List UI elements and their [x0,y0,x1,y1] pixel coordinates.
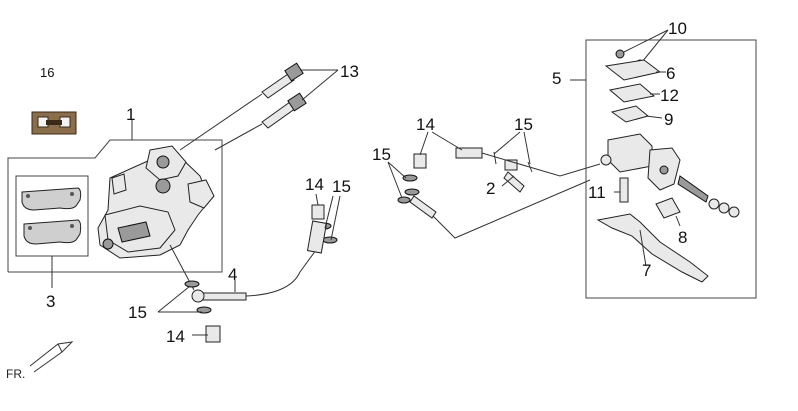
brake-lever [596,213,709,283]
callout-2: 2 [486,179,495,198]
pad-spring-clip [31,111,77,135]
caliper-frame [7,139,223,273]
callout-14-upper: 14 [416,115,435,134]
callout-1: 1 [126,105,135,124]
master-cylinder-frame [585,39,757,299]
reservoir-plate [608,83,656,103]
diaphragm [610,105,650,123]
caliper-group [7,120,223,291]
master-cylinder-body [607,133,653,173]
callout-4: 4 [228,265,237,284]
direction-marker-label: FR. [6,367,25,381]
direction-marker [29,341,74,373]
brake-pad-upper [21,187,82,211]
callout-3: 3 [46,292,55,311]
pad-hole [70,192,74,196]
mounting-bolts [179,62,339,151]
callout-12: 12 [660,86,679,105]
callout-15-upper: 15 [514,115,533,134]
brake-hose-upper [387,131,601,239]
callout-14-mid: 14 [305,175,324,194]
pad-hole [28,226,32,230]
callout-11: 11 [588,183,606,202]
callout-10: 10 [668,19,687,38]
callout-13: 13 [340,62,359,81]
callout-16: 16 [40,65,54,80]
callout-15-lower: 15 [128,303,147,322]
callout-7: 7 [642,261,651,280]
brake-caliper [97,145,215,291]
callout-15-left: 15 [372,145,391,164]
callout-14-lower: 14 [166,327,185,346]
reservoir-cap [604,59,662,81]
callout-9: 9 [664,110,673,129]
banjo-bolt [205,325,221,343]
brake-pad-lower [23,219,82,245]
pad-hole [26,194,30,198]
callout-5: 5 [552,69,561,88]
pad-hole [70,224,74,228]
callout-6: 6 [666,64,675,83]
master-cylinder-group [570,29,757,299]
brake-hose-lower [157,193,341,343]
callout-8: 8 [678,228,687,247]
callout-15-mid: 15 [332,177,351,196]
